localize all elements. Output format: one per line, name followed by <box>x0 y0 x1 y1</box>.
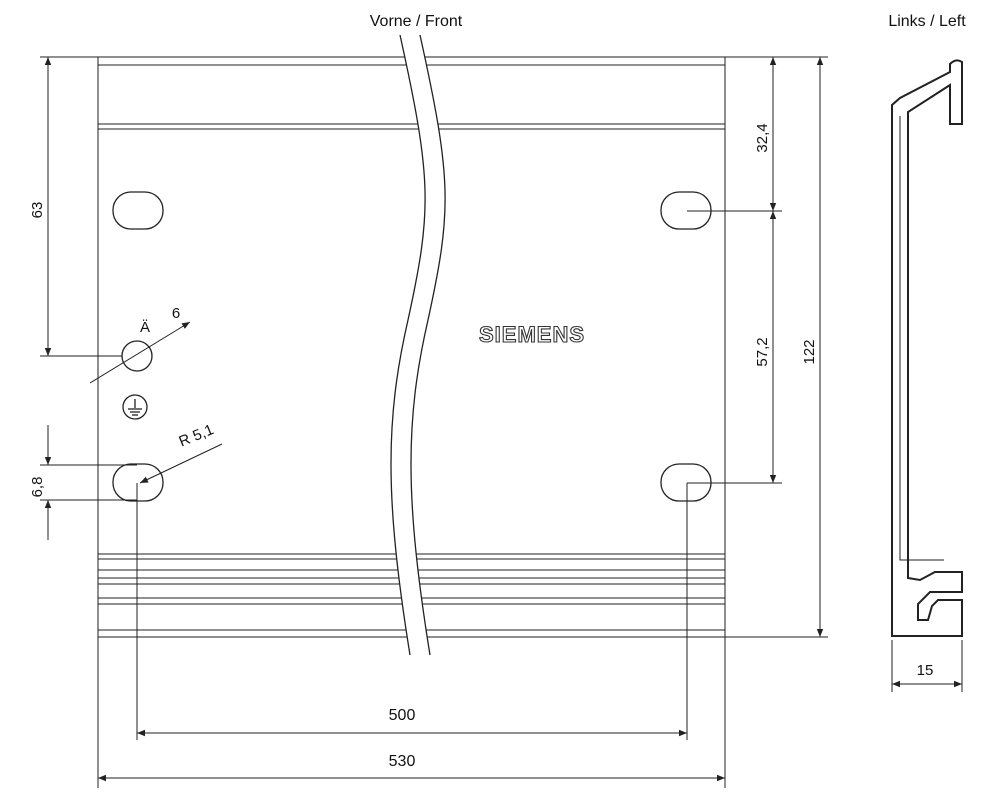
dimension-hole-6: Ä 6 <box>89 305 191 384</box>
break-line <box>390 34 446 656</box>
dim-6-label: 6 <box>172 305 180 322</box>
left-view-label: Links / Left <box>888 13 966 30</box>
dim-530-label: 530 <box>389 753 416 770</box>
dim-15-label: 15 <box>917 662 934 679</box>
dim-122-label: 122 <box>801 339 818 364</box>
slot-top-left <box>112 191 164 230</box>
brand-logo: SIEMENS <box>479 322 585 347</box>
front-view-label: Vorne / Front <box>370 13 463 30</box>
dim-63-label: 63 <box>29 202 46 219</box>
dimension-63: 63 <box>29 56 122 357</box>
dimension-bottom: 500 530 <box>97 483 726 788</box>
dim-57-2-label: 57,2 <box>754 337 771 366</box>
dim-32-4-label: 32,4 <box>754 123 771 152</box>
ground-symbol-icon <box>122 394 148 420</box>
rail-side-profile: 15 <box>891 59 963 692</box>
slot-bottom-left <box>112 463 164 502</box>
dimension-6-8: 6,8 <box>29 425 137 540</box>
hole-symbol-label: Ä <box>140 319 150 336</box>
dim-6-8-label: 6,8 <box>29 477 46 498</box>
dim-500-label: 500 <box>389 707 416 724</box>
dimension-right-stack: 32,4 57,2 122 <box>687 56 828 638</box>
